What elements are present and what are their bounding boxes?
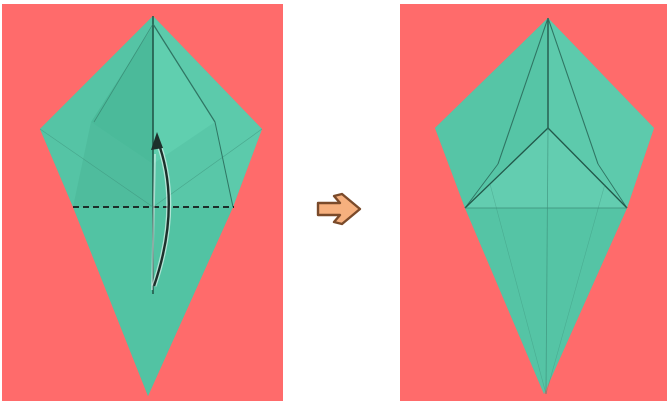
- right-arrow-icon: [312, 191, 366, 227]
- origami-step-before-panel: [2, 4, 283, 401]
- folded-kite-result-icon: [400, 4, 667, 401]
- folded-kite-with-valley-fold-line-icon: [2, 4, 283, 401]
- origami-step-after-panel: [400, 4, 667, 401]
